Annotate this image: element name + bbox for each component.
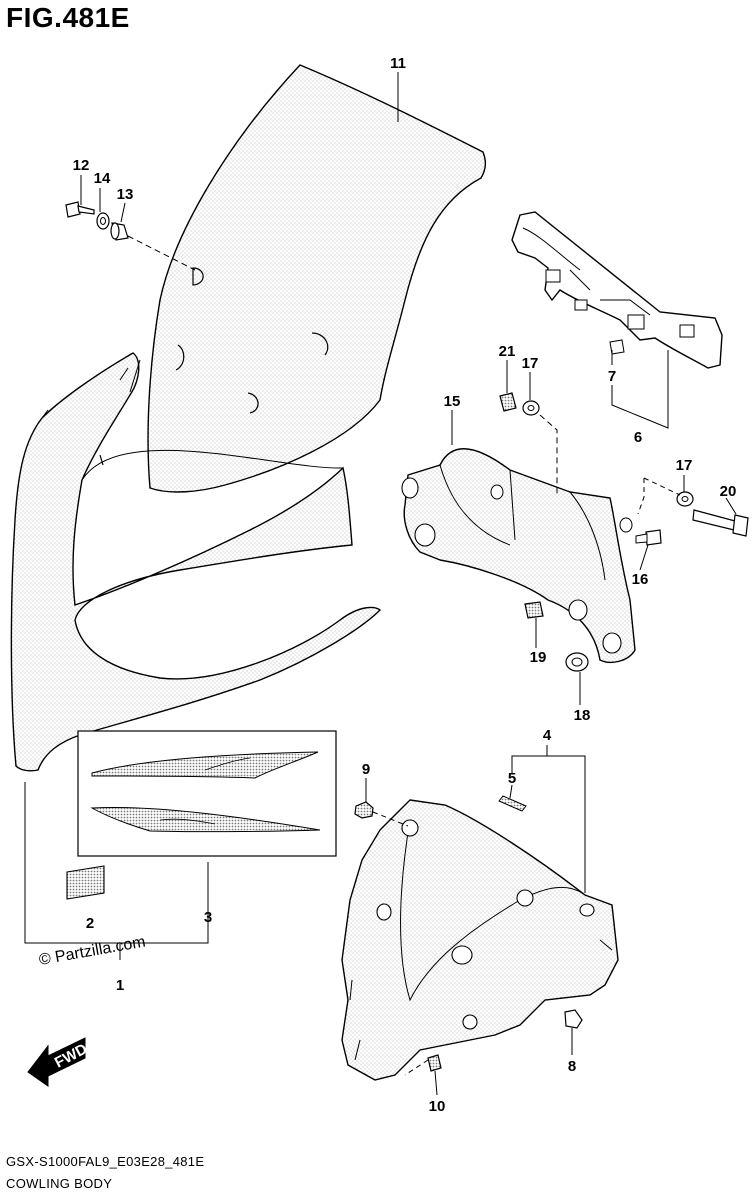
callout-14: 14 (94, 170, 111, 187)
callout-4: 4 (543, 727, 552, 744)
emblem-part (66, 865, 105, 900)
bracket-15-part (401, 448, 636, 663)
callout-8: 8 (568, 1058, 576, 1075)
callout-10: 10 (429, 1098, 446, 1115)
watermark-text: © Partzilla.com (38, 933, 147, 968)
callout-13: 13 (117, 186, 134, 203)
cowling-fasteners (354, 755, 586, 1076)
callout-9: 9 (362, 761, 370, 778)
callout-2: 2 (86, 915, 94, 932)
figure-title: FIG.481E (6, 2, 130, 33)
footer-model-code: GSX-S1000FAL9_E03E28_481E (6, 1154, 205, 1169)
callout-5: 5 (508, 770, 516, 787)
decal-set-part (77, 730, 337, 857)
callout-19: 19 (530, 649, 547, 666)
hardware-parts (499, 392, 749, 672)
callout-11: 11 (390, 55, 406, 72)
callout-3: 3 (204, 909, 212, 926)
screen-screw-set (65, 201, 196, 271)
callout-21: 21 (499, 343, 516, 360)
callout-15: 15 (444, 393, 461, 410)
callout-18: 18 (574, 707, 591, 724)
bracket-6-part (511, 211, 723, 429)
callout-16: 16 (632, 571, 649, 588)
callout-numbers: 1 2 3 4 5 6 7 8 9 10 11 12 13 14 15 16 1… (73, 55, 737, 1115)
callout-20: 20 (720, 483, 737, 500)
callout-leaders (80, 72, 737, 1096)
leader-lines-1-3 (24, 782, 209, 960)
windscreen-part (147, 64, 487, 493)
callout-17-top: 17 (522, 355, 539, 372)
forward-direction-arrow: FWD (27, 1037, 90, 1087)
callout-7: 7 (608, 368, 616, 385)
callout-12: 12 (73, 157, 90, 174)
front-cowling-part (10, 352, 382, 772)
callout-6: 6 (634, 429, 642, 446)
callout-17-right: 17 (676, 457, 693, 474)
inner-cowling-part (341, 799, 619, 1081)
footer-section-name: COWLING BODY (6, 1176, 113, 1191)
callout-1: 1 (116, 977, 124, 994)
